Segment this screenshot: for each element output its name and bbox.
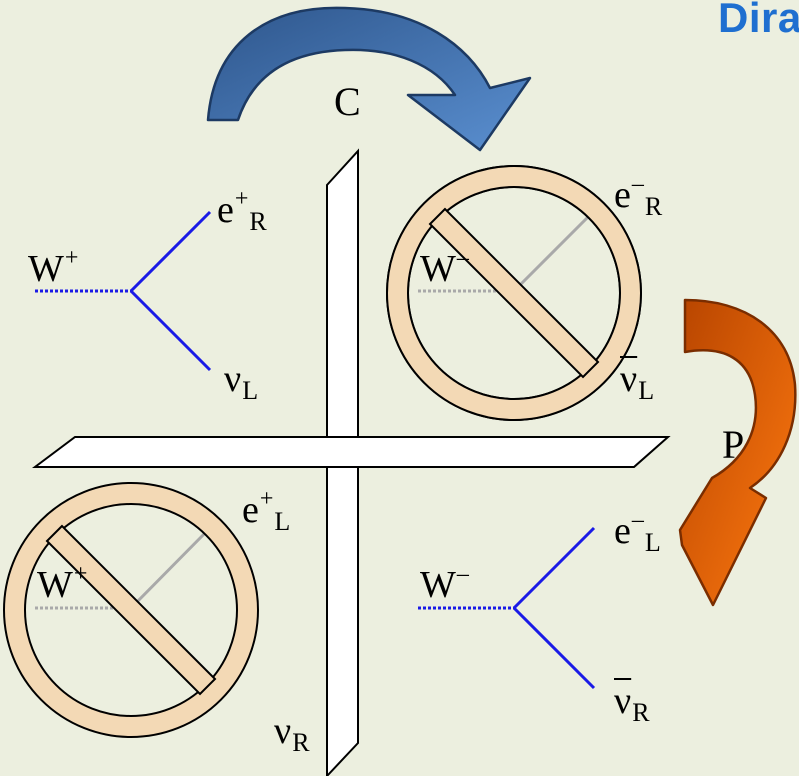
- vertex-top-left: [35, 210, 212, 372]
- vertex-bottom-right: [418, 526, 596, 690]
- upper-fermion-label-top-left: e+R: [217, 186, 267, 236]
- lower-fermion-label-bottom-right: νR: [614, 680, 650, 727]
- c-operator-label: C: [334, 79, 361, 124]
- slide-title: Dirac: [718, 0, 799, 41]
- boson-label-top-left: W+: [28, 245, 79, 290]
- mirror-plane-horizontal: [32, 436, 671, 468]
- boson-label-bottom-right: W–: [420, 561, 469, 606]
- upper-fermion-label-bottom-left: e+L: [242, 486, 291, 536]
- upper-fermion-label-top-right: e–R: [614, 171, 663, 221]
- lower-fermion-label-top-right: νL: [620, 358, 655, 405]
- p-transformation-arrow: [678, 298, 797, 607]
- lower-fermion-label-bottom-left: νR: [274, 710, 310, 757]
- forbidden-sign-bottom-left: [2, 482, 260, 738]
- boson-label-bottom-left: W+: [37, 561, 88, 606]
- boson-label-top-right: W–: [420, 245, 469, 290]
- lower-fermion-label-top-left: νL: [224, 358, 259, 405]
- upper-fermion-label-bottom-right: e–L: [614, 507, 661, 557]
- c-transformation-arrow: [206, 6, 532, 152]
- forbidden-sign-top-right: [385, 165, 643, 421]
- p-operator-label: P: [722, 422, 745, 467]
